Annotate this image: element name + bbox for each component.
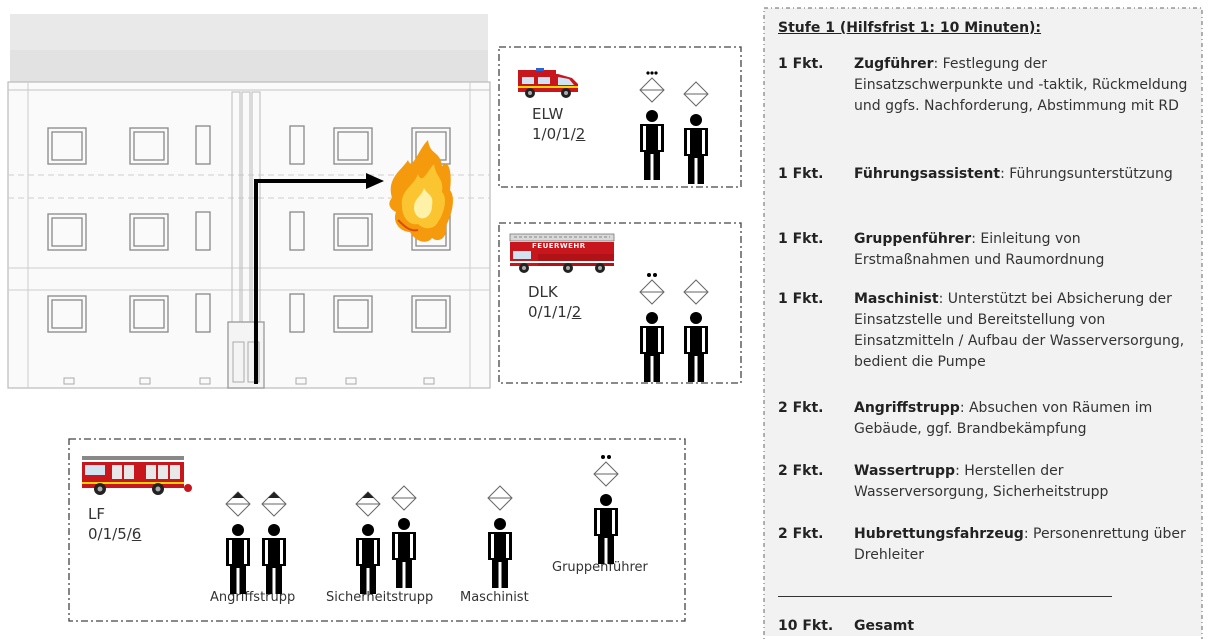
- item-desc: : Personenrettung über Drehleiter: [854, 526, 1186, 563]
- person-figure-icon: [355, 491, 381, 594]
- dlk-box-border: [498, 222, 742, 384]
- person-figure-icon: [639, 71, 665, 180]
- vehicle-name: DLK: [528, 283, 558, 301]
- elw-label: ELW 1/0/1/2: [532, 104, 585, 144]
- person-figure-icon: [639, 273, 665, 382]
- lf-box-border: [68, 438, 686, 622]
- lf-label: LF 0/1/5/6: [88, 504, 141, 544]
- item-name: Angriffstrupp: [854, 400, 960, 416]
- vehicle-name: ELW: [532, 105, 564, 123]
- elw-box-border: [498, 46, 742, 188]
- total-divider: [778, 596, 1112, 597]
- item-text: Angriffstrupp: Absuchen von Räumen im Ge…: [854, 398, 1194, 440]
- vehicle-code: 0/1/1/2: [528, 303, 582, 321]
- person-figure-icon: [261, 491, 287, 594]
- item-name: Zugführer: [854, 56, 934, 72]
- item-text: Führungsassistent: Führungsunterstützung: [854, 164, 1194, 185]
- total-count: 10 Fkt.: [778, 618, 834, 634]
- item-count: 1 Fkt.: [778, 231, 824, 247]
- item-count: 2 Fkt.: [778, 400, 824, 416]
- item-desc: : Absuchen von Räumen im Gebäude, ggf. B…: [854, 400, 1153, 437]
- item-desc: : Führungsunterstützung: [1000, 166, 1173, 182]
- item-desc: : Herstellen der Wasserversorgung, Siche…: [854, 463, 1109, 500]
- role-caption-maschinist: Maschinist: [460, 590, 529, 605]
- total-label: Gesamt: [854, 618, 915, 634]
- item-desc: : Festlegung der Einsatzschwerpunkte und…: [854, 56, 1188, 114]
- dlk-vehicle-icon: FEUERWEHR: [508, 232, 618, 274]
- elw-vehicle-icon: [518, 68, 578, 98]
- item-name: Wassertrupp: [854, 463, 956, 479]
- fire-icon: [389, 140, 453, 242]
- item-desc: : Unterstützt bei Absicherung der Einsat…: [854, 291, 1185, 370]
- item-count: 1 Fkt.: [778, 291, 824, 307]
- item-text: Hubrettungsfahrzeug: Personenrettung übe…: [854, 524, 1194, 566]
- building-illustration: [7, 14, 491, 389]
- item-count: 2 Fkt.: [778, 526, 824, 542]
- dlk-sign: FEUERWEHR: [532, 242, 586, 250]
- person-figure-icon: [225, 491, 251, 594]
- item-name: Gruppenführer: [854, 231, 972, 247]
- item-count: 2 Fkt.: [778, 463, 824, 479]
- item-count: 1 Fkt.: [778, 56, 824, 72]
- item-text: Maschinist: Unterstützt bei Absicherung …: [854, 289, 1194, 373]
- vehicle-code: 0/1/5/6: [88, 525, 142, 543]
- person-figure-icon: [391, 485, 417, 588]
- role-caption-gruppenfuehrer: Gruppenführer: [552, 560, 648, 575]
- item-name: Führungsassistent: [854, 166, 1001, 182]
- item-text: Wassertrupp: Herstellen der Wasserversor…: [854, 461, 1194, 503]
- item-name: Hubrettungsfahrzeug: [854, 526, 1024, 542]
- person-figure-icon: [683, 81, 709, 184]
- item-name: Maschinist: [854, 291, 939, 307]
- vehicle-name: LF: [88, 505, 105, 523]
- item-count: 1 Fkt.: [778, 166, 824, 182]
- person-figure-icon: [683, 279, 709, 382]
- vehicle-code: 1/0/1/2: [532, 125, 586, 143]
- dlk-label: DLK 0/1/1/2: [528, 282, 581, 322]
- item-text: Zugführer: Festlegung der Einsatzschwerp…: [854, 54, 1194, 117]
- lf-vehicle-icon: [82, 456, 192, 495]
- person-figure-icon: [487, 485, 513, 588]
- panel-title: Stufe 1 (Hilfsfrist 1: 10 Minuten):: [778, 20, 1042, 36]
- person-figure-icon: [593, 455, 619, 564]
- info-panel: [764, 8, 1202, 636]
- item-desc: : Einleitung von Erstmaßnahmen und Raumo…: [854, 231, 1105, 268]
- item-text: Gruppenführer: Einleitung von Erstmaßnah…: [854, 229, 1194, 271]
- role-caption-sicherheitstrupp: Sicherheitstrupp: [326, 590, 434, 605]
